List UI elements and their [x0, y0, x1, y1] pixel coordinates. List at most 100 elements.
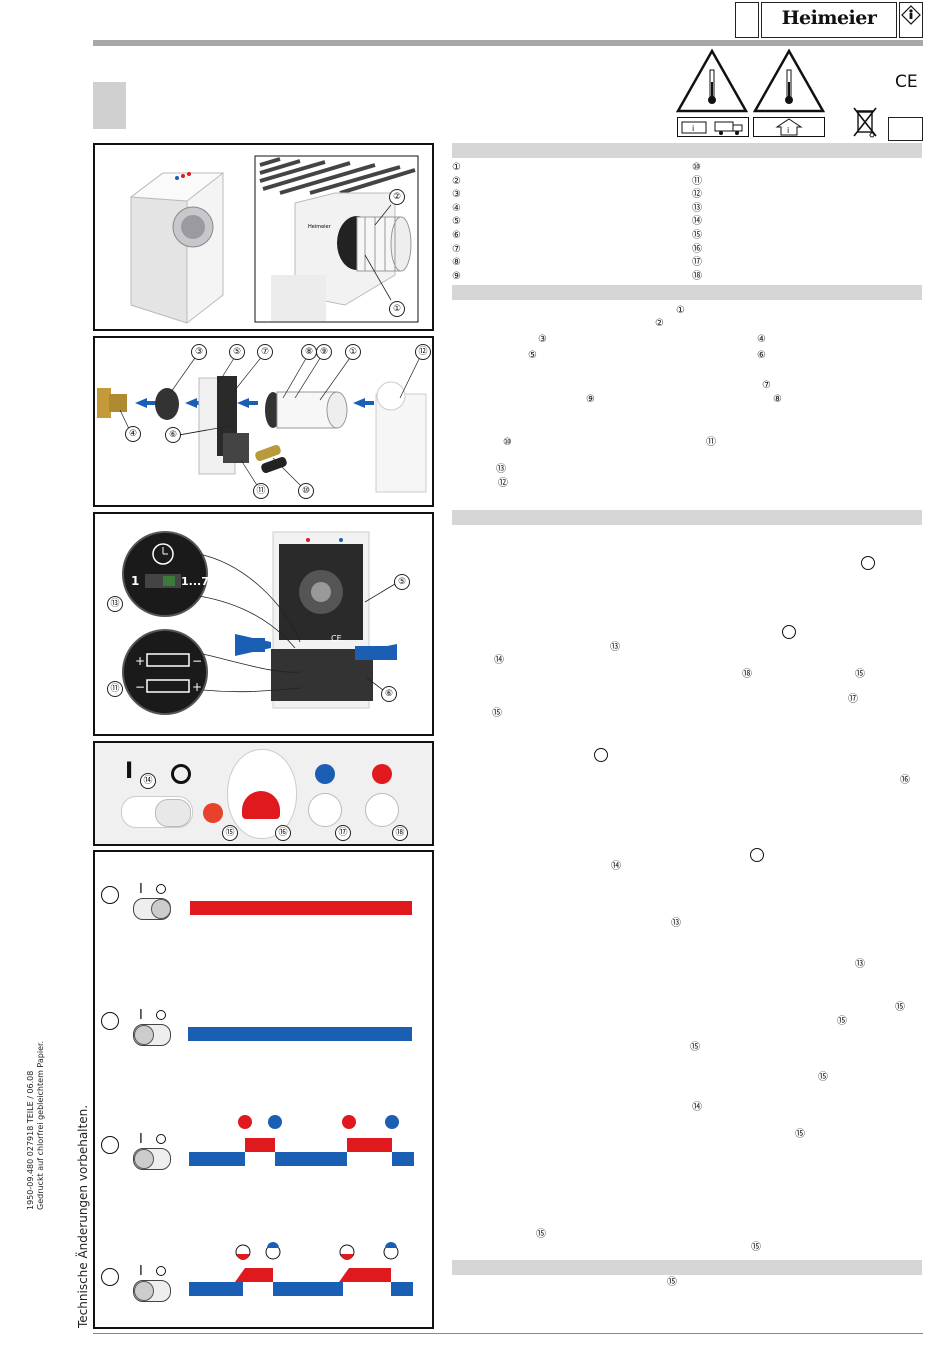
body-reference-number: ⑮ [667, 1277, 677, 1288]
legend-item: ⑰ [692, 257, 702, 269]
fig4-label-16: ⑯ [275, 825, 291, 841]
figure-2-exploded-view [97, 354, 427, 493]
mode-2-marker [101, 1012, 119, 1030]
on-symbol: I [125, 759, 134, 784]
eco-button[interactable] [365, 793, 399, 827]
comfort-button[interactable] [308, 793, 342, 827]
legend-item: ⑱ [692, 270, 702, 282]
legend-item: ⑮ [692, 229, 702, 241]
mode-switch-knob [155, 799, 191, 827]
ce-small: CE [331, 634, 342, 643]
technical-changes-note: Technische Änderungen vorbehalten. [76, 1104, 90, 1328]
mode-4-on: I [139, 1264, 143, 1279]
fig2-label-6: ⑥ [165, 427, 181, 443]
body-reference-number: ⑯ [900, 775, 910, 786]
body-reference-number: ⑭ [692, 1102, 702, 1113]
legend-item: ① [452, 162, 461, 173]
body-reference-number: ⑨ [586, 394, 595, 405]
off-symbol [171, 764, 191, 784]
figure-5-panel: I I I I [93, 850, 434, 1329]
legend-item: ⑨ [452, 270, 461, 282]
mode-1-off [156, 884, 166, 894]
mode-2-switch [133, 1024, 171, 1046]
mode-4-schedule [189, 1242, 413, 1296]
legend-item: ⑦ [452, 243, 461, 255]
header-box-small-left [735, 2, 759, 38]
body-reference-number: ⑤ [528, 350, 537, 361]
mode-2-on: I [139, 1008, 143, 1023]
figure-3-battery-timer-view: 1 1...7 + − − + CE [117, 531, 397, 715]
svg-text:i: i [787, 126, 789, 135]
mode-2-off [156, 1010, 166, 1020]
body-reference-number: ⑱ [742, 669, 752, 680]
mode-1-on: I [139, 882, 143, 897]
figure-4-panel: I ⑭ ⑮ ⑯ ⑰ ⑱ [93, 741, 434, 846]
blank-label-box [888, 117, 923, 141]
mode-3-switch [133, 1148, 171, 1170]
fig3-label-5: ⑤ [394, 574, 410, 590]
mode-3-on: I [139, 1132, 143, 1147]
body-reference-number: ⑮ [492, 708, 502, 719]
body-reference-number: ⑮ [536, 1229, 546, 1240]
device-brand-text: Heimeier [308, 224, 332, 230]
body-reference-number: ③ [538, 334, 547, 345]
section-bar-2 [452, 285, 922, 300]
fig3-label-11: ⑪ [107, 681, 123, 697]
section-bar-3 [452, 510, 922, 525]
body-reference-number: ⑰ [848, 694, 858, 705]
mode-1-marker [101, 886, 119, 904]
body-reference-number: ⑮ [837, 1016, 847, 1027]
dial-red-segment [242, 791, 280, 819]
fig4-label-15: ⑮ [222, 825, 238, 841]
fig2-label-8: ⑧ [301, 344, 317, 360]
body-reference-number: ⑬ [855, 959, 865, 970]
indoor-use-icon: i [753, 117, 825, 137]
fig2-label-12: ⑫ [415, 344, 431, 360]
fig2-label-9: ⑨ [316, 344, 332, 360]
red-indicator [372, 764, 392, 784]
status-led [203, 803, 223, 823]
mode-3-off [156, 1134, 166, 1144]
fig2-label-11: ⑪ [253, 483, 269, 499]
svg-text:+: + [135, 654, 145, 668]
fig2-label-10: ⑩ [298, 483, 314, 499]
mode-4-off [156, 1266, 166, 1276]
side-print-info: 1950-09.480 027918 TEILE / 06.08 Gedruck… [26, 1041, 46, 1210]
print-code: 1950-09.480 027918 TEILE / 06.08 [26, 1070, 35, 1210]
clock-right-label: 1...7 [181, 575, 209, 588]
fig3-label-6: ⑥ [381, 686, 397, 702]
mode-2-bar-blue [188, 1027, 412, 1041]
figure-1-panel: Heimeier ② ① [93, 143, 434, 331]
header-brand-box: Heimeier [761, 2, 897, 38]
fig2-label-4: ④ [125, 426, 141, 442]
legend-item: ③ [452, 189, 461, 201]
body-reference-number: ⑮ [751, 1242, 761, 1253]
section-bar-1 [452, 143, 922, 158]
legend-item: ⑭ [692, 216, 702, 228]
ce-mark: CE [895, 72, 918, 92]
body-reference-number: ⑬ [671, 918, 681, 929]
fig2-label-5: ⑤ [229, 344, 245, 360]
footer-rule [93, 1333, 923, 1334]
body-reference-number: ⑭ [611, 861, 621, 872]
legend-item: ② [452, 175, 461, 187]
svg-text:i: i [692, 124, 694, 133]
paper-note: Gedruckt auf chlorfrei gebleichtem Papie… [36, 1040, 45, 1210]
figure-1-illustration: Heimeier [129, 155, 419, 324]
body-reference-number: ⑮ [895, 1002, 905, 1013]
header-person-icon-box [899, 2, 923, 38]
body-reference-number: ⑫ [498, 478, 508, 489]
legend-item: ⑬ [692, 202, 702, 214]
mode-3-schedule [189, 1115, 414, 1166]
fig4-label-18: ⑱ [392, 825, 408, 841]
fig1-label-2: ② [389, 189, 405, 205]
brand-logo: Heimeier [781, 7, 877, 29]
legend-item: ⑧ [452, 257, 461, 269]
warning-thermometer-icon [676, 48, 748, 113]
svg-text:−: − [135, 680, 145, 694]
section-bar-4 [452, 1260, 922, 1275]
legend-item: ⑥ [452, 229, 461, 241]
body-reference-number: ⑪ [706, 437, 716, 448]
